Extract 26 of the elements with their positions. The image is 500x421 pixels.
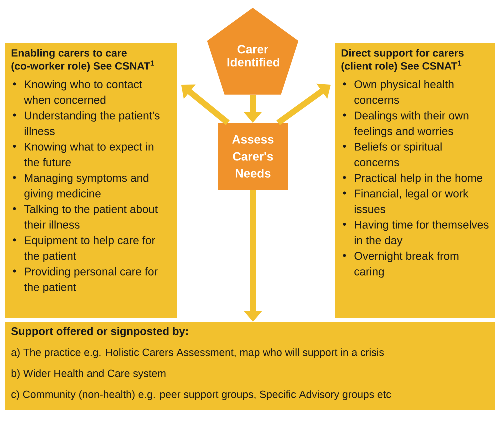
list-panel bbox=[5, 43, 178, 318]
list-item: c) Community (non-health) e.g. peer support groups, Specific Advisory groups etc bbox=[12, 390, 392, 400]
bullet-item: Providing personal care for the patient bbox=[13, 268, 158, 294]
bullet-item: Own physical health concerns bbox=[343, 80, 454, 104]
bullet-item: Knowing who to contact when concerned bbox=[13, 80, 142, 104]
bullet-item: Practical help in the home bbox=[343, 174, 483, 184]
bullet-item: Understanding the patient's illness bbox=[13, 112, 160, 136]
bullet-item: Knowing what to expect in the future bbox=[13, 142, 154, 167]
bullet-item: Beliefs or spiritual concerns bbox=[343, 142, 442, 167]
panel-heading: Support offered or signposted by: bbox=[12, 327, 188, 338]
panel-heading: Enabling carers to care (co-worker role) See CSNAT$^{1}$ bbox=[12, 49, 154, 72]
bullet-item: Talking to the patient about their illness bbox=[13, 205, 158, 229]
bullet-item: Overnight break from caring bbox=[343, 252, 459, 278]
bullet-item: Managing symptoms and giving medicine bbox=[13, 174, 149, 200]
list-item: b) Wider Health and Care system bbox=[12, 370, 166, 380]
bullet-item: Dealings with their own feelings and worries bbox=[343, 112, 469, 138]
bullet-item: Equipment to help care for the patient bbox=[13, 236, 156, 262]
bullet-item: Having time for themselves in the day bbox=[343, 220, 489, 247]
list-item: a) The practice e.g. Holistic Carers Assessment, map who will support in a crisis bbox=[12, 348, 384, 358]
list-panel bbox=[335, 43, 496, 318]
arrow bbox=[276, 84, 331, 126]
support-panel bbox=[5, 322, 496, 410]
process-box: Assess Carer's Needs bbox=[218, 123, 288, 190]
pentagon-node: Carer Identified bbox=[207, 8, 299, 95]
panel-heading: Direct support for carers (client role) See CSNAT$^{1}$ bbox=[342, 49, 464, 72]
bullet-item: Financial, legal or work issues bbox=[343, 190, 469, 214]
